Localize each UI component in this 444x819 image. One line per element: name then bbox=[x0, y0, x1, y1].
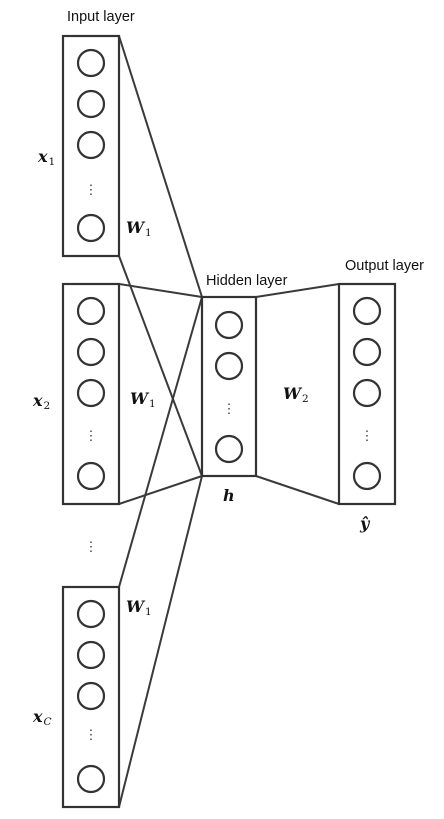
hidden-label-h: h bbox=[223, 486, 235, 505]
neuron bbox=[352, 461, 382, 491]
weight-label-w1-second: W1 bbox=[130, 389, 156, 410]
input-label-xc: xC bbox=[32, 707, 52, 728]
hidden-layer-title: Hidden layer bbox=[206, 273, 288, 289]
weight-label-w1-first: W1 bbox=[126, 218, 152, 239]
neuron bbox=[214, 434, 244, 464]
edge-x1-top-to-hidden bbox=[118, 35, 203, 298]
ellipsis: ⋮ bbox=[85, 728, 98, 743]
hidden-layer: ⋮ bbox=[200, 295, 258, 478]
hidden-box bbox=[200, 295, 258, 478]
edge-xc-bottom-to-hidden bbox=[118, 475, 203, 808]
output-box bbox=[337, 282, 397, 506]
neuron bbox=[76, 599, 106, 629]
edge-xc-top-to-hidden bbox=[118, 296, 203, 588]
input-label-x2: x2 bbox=[32, 391, 50, 412]
output-layer: ⋮ bbox=[337, 282, 397, 506]
edge-x2-bottom-to-hidden bbox=[118, 475, 203, 505]
output-layer-title: Output layer bbox=[345, 258, 424, 274]
inputs-ellipsis: ⋮ bbox=[85, 540, 98, 555]
neuron bbox=[76, 213, 106, 243]
input-box-x2 bbox=[61, 282, 121, 506]
weight-label-w2: W2 bbox=[283, 384, 309, 405]
neuron bbox=[76, 681, 106, 711]
neuron bbox=[76, 48, 106, 78]
weight-label-w1-third: W1 bbox=[126, 597, 152, 618]
neuron bbox=[214, 351, 244, 381]
ellipsis: ⋮ bbox=[361, 429, 374, 444]
neuron bbox=[76, 640, 106, 670]
connections bbox=[118, 35, 340, 808]
input-box-x1 bbox=[61, 34, 121, 258]
neuron bbox=[76, 130, 106, 160]
neuron bbox=[76, 337, 106, 367]
edge-x1-bottom-to-hidden bbox=[118, 255, 203, 477]
neuron bbox=[76, 296, 106, 326]
edge-hidden-bottom-to-output bbox=[255, 475, 340, 505]
ellipsis: ⋮ bbox=[85, 183, 98, 198]
input-box-xc bbox=[61, 585, 121, 809]
ellipsis: ⋮ bbox=[85, 429, 98, 444]
neuron bbox=[76, 461, 106, 491]
neuron bbox=[352, 296, 382, 326]
input-vector-xc: ⋮ bbox=[61, 585, 121, 809]
edge-hidden-top-to-output bbox=[255, 283, 340, 298]
neuron bbox=[352, 378, 382, 408]
edge-x2-top-to-hidden bbox=[118, 283, 203, 298]
neuron bbox=[76, 89, 106, 119]
neuron bbox=[76, 764, 106, 794]
neuron bbox=[352, 337, 382, 367]
output-label-y-hat: ŷ bbox=[359, 514, 371, 533]
neuron bbox=[76, 378, 106, 408]
neuron bbox=[214, 310, 244, 340]
input-layer-title: Input layer bbox=[67, 9, 135, 25]
input-vector-x2: ⋮ bbox=[61, 282, 121, 506]
input-vector-x1: ⋮ bbox=[61, 34, 121, 258]
input-label-x1: x1 bbox=[37, 147, 55, 168]
ellipsis: ⋮ bbox=[223, 402, 236, 417]
